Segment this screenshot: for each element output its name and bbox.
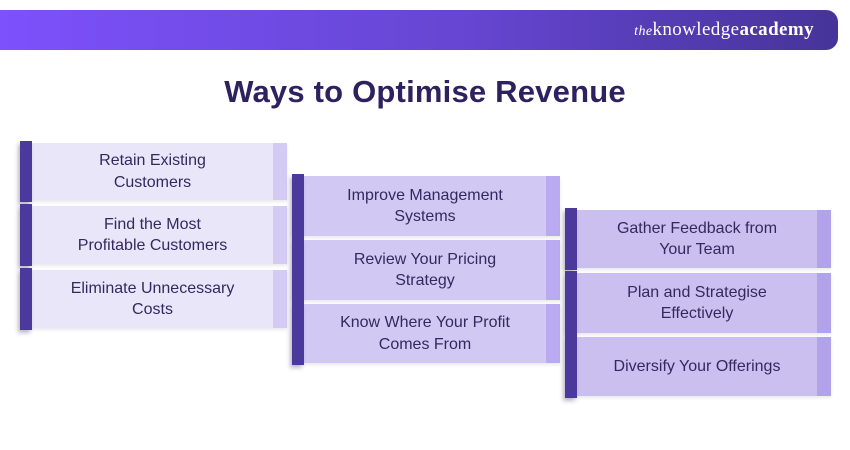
box-edge-strip <box>546 304 560 363</box>
box-accent-bar <box>20 141 32 202</box>
box-label: Find the Most Profitable Customers <box>77 215 228 254</box>
box-know-where-profit-comes-from: Know Where Your Profit Comes From <box>292 302 560 365</box>
box-accent-bar <box>565 271 577 335</box>
page-title: Ways to Optimise Revenue <box>224 74 626 109</box>
box-accent-bar <box>292 302 304 365</box>
box-eliminate-unnecessary-costs: Eliminate Unnecessary Costs <box>20 268 287 330</box>
box-edge-strip <box>546 176 560 236</box>
box-edge-strip <box>273 206 287 264</box>
box-review-pricing-strategy: Review Your Pricing Strategy <box>292 238 560 302</box>
box-label: Gather Feedback from Your Team <box>616 219 778 258</box>
box-edge-strip <box>273 270 287 328</box>
box-edge-strip <box>273 143 287 200</box>
box-label: Eliminate Unnecessary Costs <box>70 279 235 318</box>
box-edge-strip <box>546 240 560 300</box>
box-accent-bar <box>20 204 32 266</box>
box-gather-feedback-from-team: Gather Feedback from Your Team <box>565 208 831 270</box>
box-label: Diversify Your Offerings <box>613 357 781 375</box>
box-accent-bar <box>20 268 32 330</box>
box-accent-bar <box>565 208 577 270</box>
box-find-most-profitable-customers: Find the Most Profitable Customers <box>20 204 287 266</box>
brand-logo-knowledge: knowledge <box>652 19 740 40</box>
brand-logo-academy: academy <box>739 19 814 40</box>
brand-logo: theknowledgeacademy <box>634 19 814 41</box>
box-improve-management-systems: Improve Management Systems <box>292 174 560 238</box>
box-accent-bar <box>565 335 577 398</box>
box-accent-bar <box>292 238 304 302</box>
box-retain-existing-customers: Retain Existing Customers <box>20 141 287 202</box>
box-edge-strip <box>817 273 831 333</box>
brand-logo-the: the <box>634 24 653 39</box>
box-label: Improve Management Systems <box>347 186 503 225</box>
box-label: Know Where Your Profit Comes From <box>340 314 510 353</box>
header-gradient-bar: theknowledgeacademy <box>0 10 838 50</box>
box-label: Retain Existing Customers <box>99 152 206 191</box>
box-plan-and-strategise-effectively: Plan and Strategise Effectively <box>565 271 831 335</box>
box-accent-bar <box>292 174 304 238</box>
box-edge-strip <box>817 210 831 268</box>
box-label: Plan and Strategise Effectively <box>627 283 767 322</box>
box-diversify-your-offerings: Diversify Your Offerings <box>565 335 831 398</box>
box-label: Review Your Pricing Strategy <box>353 250 497 289</box>
box-edge-strip <box>817 337 831 396</box>
